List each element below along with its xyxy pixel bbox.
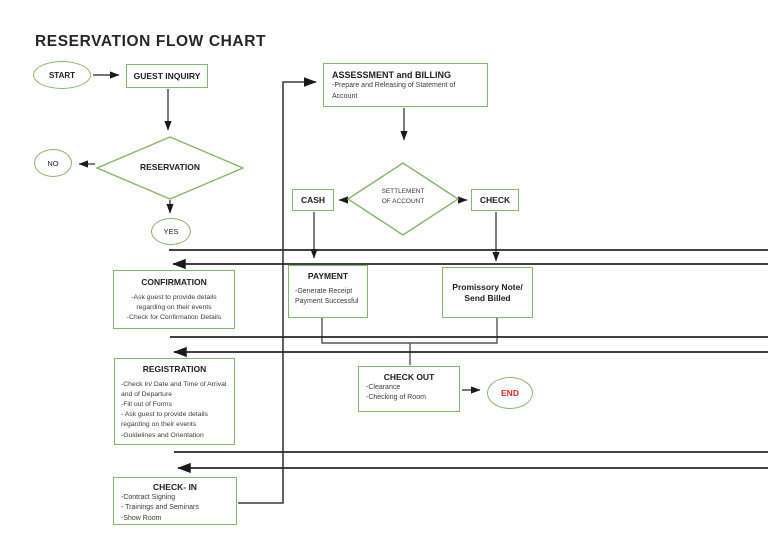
connector-checkin-to-assessment (238, 77, 317, 504)
yes-label: YES (163, 227, 179, 236)
registration-line: -Check In/ Date and Time of Arrival (121, 380, 227, 388)
settlement-line2: OF ACCOUNT (381, 198, 425, 206)
promissory-node: Promissory Note/ Send Billed (442, 267, 533, 318)
confirmation-title: CONFIRMATION (141, 277, 207, 287)
checkout-line2: -Checking of Room (366, 394, 426, 402)
start-label: START (48, 70, 76, 80)
confirmation-line3: -Check for Confirmation Details (126, 314, 222, 321)
payment-node: PAYMENT -Generate Receipt Payment Succes… (288, 265, 368, 318)
reservation-label: RESERVATION (140, 162, 200, 172)
promissory-line2: Send Billed (464, 292, 511, 303)
settlement-diamond-shape (346, 162, 460, 236)
confirmation-line1: -Ask guest to provide details (131, 293, 217, 301)
yes-node: YES (151, 218, 191, 245)
connector-payment-promissory-join (321, 318, 498, 344)
cash-node: CASH (292, 189, 334, 211)
end-label: END (501, 388, 519, 398)
settlement-line1: SETTLEMENT (381, 188, 425, 195)
promissory-line1: Promissory Note/ (452, 281, 523, 292)
no-label: NO (47, 158, 59, 168)
start-node: START (33, 61, 91, 89)
registration-node: REGISTRATION -Check In/ Date and Time of… (114, 358, 235, 445)
registration-line: and of Departure (121, 390, 173, 398)
payment-line2: Payment Successful (295, 298, 359, 306)
assessment-line1: -Prepare and Releasing of Statement of A… (332, 82, 456, 100)
registration-line: - Ask guest to provide details (121, 411, 208, 419)
reservation-diamond-shape (95, 136, 245, 200)
checkout-node: CHECK OUT -Clearance -Checking of Room (358, 366, 460, 412)
checkin-line: -Contract Signing (121, 493, 176, 501)
guest-inquiry-node: GUEST INQUIRY (126, 64, 208, 88)
confirmation-node: CONFIRMATION -Ask guest to provide detai… (113, 270, 235, 329)
checkout-line1: -Clearance (366, 383, 401, 391)
assessment-node: ASSESSMENT and BILLING -Prepare and Rele… (323, 63, 488, 107)
end-node: END (487, 377, 533, 409)
registration-line: regarding on their events (121, 421, 197, 429)
page-title: RESERVATION FLOW CHART (35, 33, 267, 50)
registration-line: -Guidelines and Orientation (121, 431, 204, 439)
payment-title: PAYMENT (307, 271, 349, 281)
guest-inquiry-label: GUEST INQUIRY (133, 70, 201, 81)
settlement-label: SETTLEMENT OF ACCOUNT (348, 187, 458, 208)
checkin-line: -Show Room (121, 514, 162, 522)
checkin-node: CHECK- IN -Contract Signing - Trainings … (113, 477, 237, 525)
payment-line1: -Generate Receipt (295, 287, 353, 295)
checkin-title: CHECK- IN (153, 482, 197, 492)
registration-line: -Fill out of Forms (121, 401, 172, 408)
checkin-line: - Trainings and Seminars (121, 504, 199, 512)
no-node: NO (34, 149, 72, 177)
check-node: CHECK (471, 189, 519, 211)
cash-label: CASH (300, 194, 326, 205)
confirmation-line2: regarding on their events (136, 303, 212, 311)
registration-title: REGISTRATION (142, 364, 207, 374)
assessment-title: ASSESSMENT and BILLING (332, 70, 452, 80)
checkout-title: CHECK OUT (383, 372, 435, 382)
check-label: CHECK (479, 194, 511, 205)
